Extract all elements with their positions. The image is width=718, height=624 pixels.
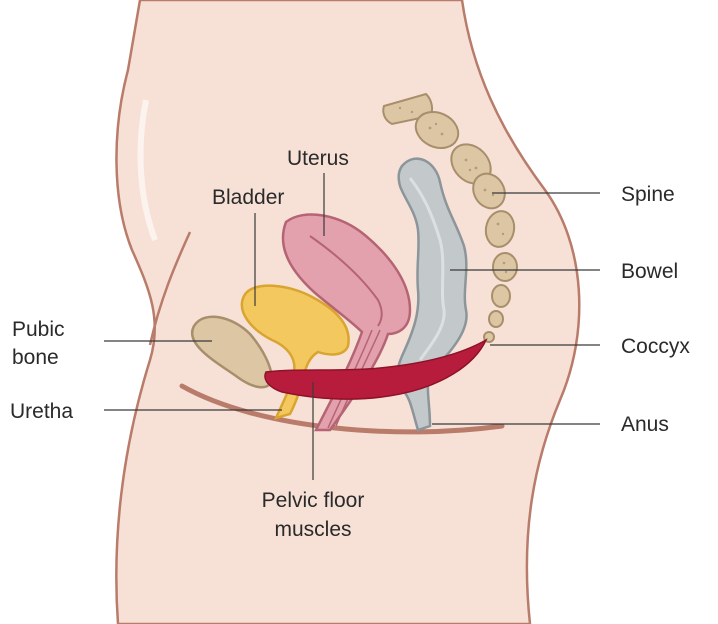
label-bone: bone <box>12 346 59 369</box>
label-pelvic-floor: Pelvic floor <box>262 489 365 512</box>
label-bowel: Bowel <box>621 260 678 283</box>
label-uterus: Uterus <box>287 147 349 170</box>
label-uretha: Uretha <box>10 400 73 423</box>
label-spine: Spine <box>621 183 675 206</box>
label-anus: Anus <box>621 413 669 436</box>
label-muscles: muscles <box>274 518 351 541</box>
label-bladder: Bladder <box>212 186 284 209</box>
label-pubic: Pubic <box>12 318 65 341</box>
label-coccyx: Coccyx <box>621 335 690 358</box>
